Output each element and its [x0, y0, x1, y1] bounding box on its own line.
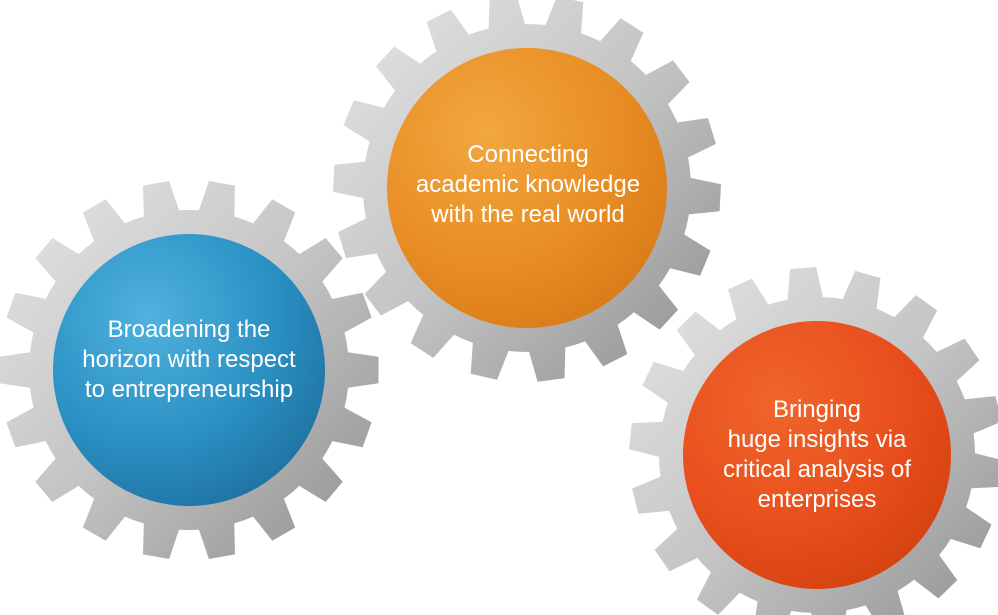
gear-left-label: Broadening the horizon with respect to e…	[58, 270, 320, 450]
gear-right	[629, 267, 998, 615]
gear-top-label: Connecting academic knowledge with the r…	[392, 95, 664, 275]
gear-left	[0, 181, 379, 559]
gear-top	[333, 0, 721, 382]
gear-top-line-2: academic knowledge	[415, 171, 641, 198]
gear-top-line-1: Connecting	[467, 141, 589, 168]
gear-right-hub	[683, 321, 951, 589]
gear-right-line-3: critical analysis of	[722, 456, 912, 483]
gear-left-line-2: horizon with respect	[82, 346, 296, 373]
gear-left-line-1: Broadening the	[107, 316, 271, 343]
gear-right-label: Bringing huge insights via critical anal…	[683, 365, 951, 545]
gear-left-line-3: to entrepreneurship	[84, 376, 294, 403]
gear-right-line-2: huge insights via	[727, 426, 907, 453]
gear-top-line-3: with the real world	[431, 201, 625, 228]
gear-right-line-1: Bringing	[772, 396, 862, 423]
gear-top-hub	[387, 48, 667, 328]
gear-right-line-4: enterprises	[757, 486, 877, 513]
gear-left-hub	[53, 234, 325, 506]
